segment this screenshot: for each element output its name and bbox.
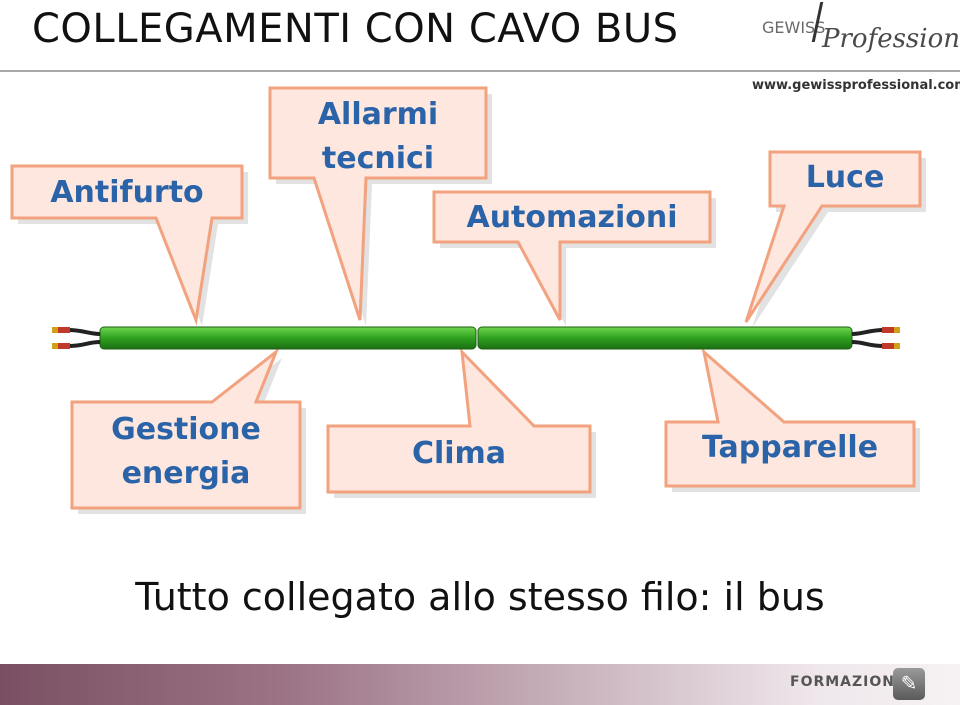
footer-label: FORMAZIONE	[790, 674, 906, 690]
label-tapparelle: Tapparelle	[701, 430, 879, 465]
page-title: COLLEGAMENTI CON CAVO BUS	[32, 6, 679, 52]
label-gestione-energia-line2: energia	[121, 456, 251, 491]
bus-cable-right	[477, 326, 853, 350]
label-clima: Clima	[411, 436, 507, 471]
callout-automazioni	[432, 190, 712, 321]
label-allarmi-tecnici-line1: Allarmi	[317, 97, 439, 132]
header-divider	[0, 70, 960, 72]
callout-clima	[326, 347, 592, 494]
teacher-icon: ✎	[893, 668, 925, 700]
label-luce: Luce	[805, 160, 885, 195]
label-allarmi-tecnici-line2: tecnici	[321, 141, 435, 176]
bus-caption: Tutto collegato allo stesso filo: il bus	[135, 575, 825, 619]
bus-cable-left	[99, 326, 477, 350]
callout-gestione-energia	[70, 347, 302, 510]
label-automazioni: Automazioni	[466, 200, 678, 235]
website-url: www.gewissprofessional.com	[752, 78, 960, 93]
label-antifurto: Antifurto	[50, 175, 204, 210]
logo-text-main: Professional	[822, 24, 960, 54]
callout-antifurto	[10, 164, 244, 326]
footer-bar: FORMAZIONE ✎	[0, 664, 960, 705]
wire-end-right-icon	[851, 327, 900, 349]
logo-text-top: GEWISS	[762, 18, 826, 37]
gewiss-logo: GEWISS Professional	[752, 0, 960, 68]
callout-luce	[744, 150, 922, 323]
callout-allarmi-tecnici	[268, 86, 488, 321]
callout-tapparelle	[664, 347, 916, 488]
wire-end-left-icon	[52, 327, 101, 349]
label-gestione-energia-line1: Gestione	[111, 412, 261, 447]
